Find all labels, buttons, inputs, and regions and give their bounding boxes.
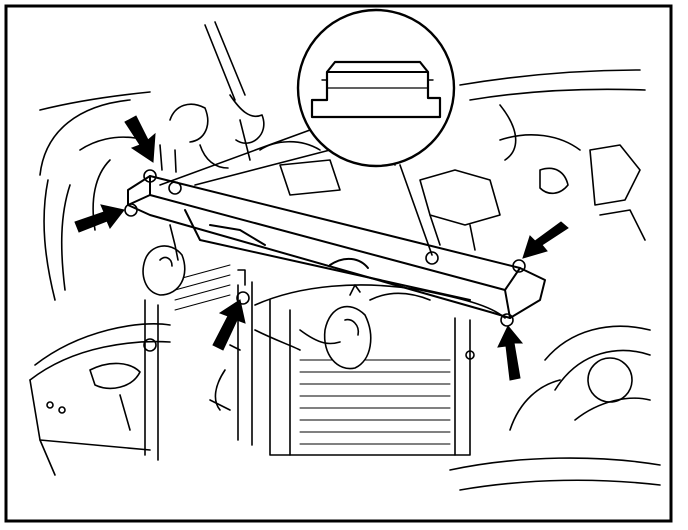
- black-pointer-arrow: [212, 299, 246, 351]
- bolt-top-left: [143, 169, 157, 183]
- black-pointer-arrow: [497, 325, 524, 381]
- horn-right: [299, 284, 372, 370]
- black-pointer-arrow: [74, 204, 125, 233]
- horn-left: [142, 224, 186, 296]
- bolt-right: [512, 259, 526, 273]
- black-pointer-arrow: [522, 221, 569, 259]
- radiator-support-upper: [127, 175, 546, 319]
- bolt-top-left-2: [168, 181, 182, 195]
- bolt-hole-mid: [425, 251, 439, 265]
- radiator-core: [174, 264, 471, 456]
- wiring-harness: [229, 284, 506, 351]
- black-pointer-arrow: [124, 115, 156, 163]
- mounting-bolts: [124, 169, 526, 360]
- bolt-center: [236, 291, 250, 305]
- engine-bay-background: [29, 21, 661, 491]
- detail-magnifier: [159, 8, 456, 256]
- pointer-arrows: [74, 115, 569, 381]
- bracket-section: [310, 60, 442, 119]
- bolt-left: [124, 203, 138, 217]
- bolt-right-lower: [500, 313, 514, 327]
